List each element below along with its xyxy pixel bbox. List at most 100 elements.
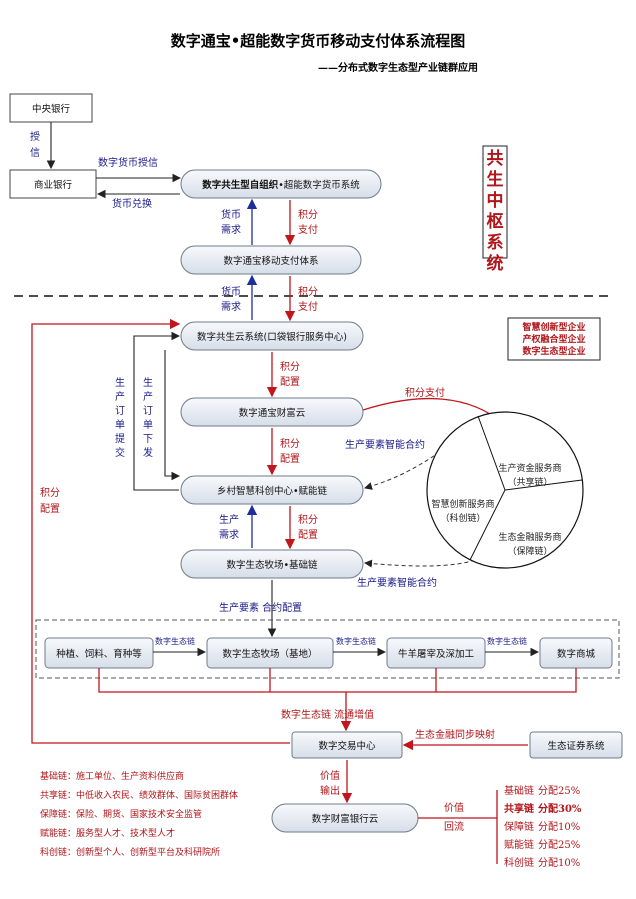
approve-label-1: 授 bbox=[30, 130, 40, 143]
demand-label-1a: 货币 bbox=[221, 208, 241, 221]
demand-label-2a: 货币 bbox=[221, 285, 241, 298]
chain-legend-row-3: 赋能链：服务型人才、技术型人才 bbox=[40, 827, 175, 839]
demand-label-2b: 需求 bbox=[221, 301, 241, 313]
value-back-b: 回流 bbox=[444, 820, 464, 833]
value-out-a: 价值 bbox=[320, 769, 340, 782]
cloud-system-box bbox=[180, 321, 364, 351]
chain-legend-row-4: 科创链：创新型个人、创新型平台及科研院所 bbox=[40, 846, 220, 858]
exchange-label: 数字交易中心 bbox=[318, 740, 376, 752]
points-alloc-2a: 积分 bbox=[280, 438, 300, 450]
points-alloc-1b: 配置 bbox=[280, 376, 300, 388]
pie-seg-2-name: 生态金融服务商 bbox=[498, 531, 561, 543]
chain-text-1: 中低收入农民、绩效群体、国际贫困群体 bbox=[76, 789, 238, 801]
value-back-a: 价值 bbox=[444, 801, 464, 814]
points-pay-label-2b: 支付 bbox=[298, 300, 318, 313]
chain-key-1: 共享链： bbox=[40, 789, 76, 801]
order-submit-arrow bbox=[133, 331, 181, 491]
chain-key-3: 赋能链： bbox=[40, 827, 76, 839]
value-out-b: 输出 bbox=[320, 784, 340, 797]
points-alloc-3a: 积分 bbox=[298, 514, 318, 526]
dist-name-3: 赋能链 bbox=[504, 838, 534, 851]
exchange-box bbox=[291, 731, 403, 759]
dist-row-3: 赋能链分配25% bbox=[504, 838, 580, 851]
planting-label: 种植、饲料、育种等 bbox=[56, 648, 142, 660]
enterprise-tag-1: 产权融合型企业 bbox=[522, 333, 585, 345]
points-pay-label-2a: 积分 bbox=[298, 286, 318, 298]
center-system-char-5: 统 bbox=[487, 253, 504, 274]
chain-legend: 基础链：施工单位、生产资料供应商 共享链：中低收入农民、绩效群体、国际贫困群体 … bbox=[40, 770, 238, 858]
dist-row-4: 科创链分配10% bbox=[504, 856, 580, 869]
dist-name-1: 共享链 bbox=[504, 802, 535, 815]
collect-line bbox=[98, 668, 577, 693]
points-pay-label-1b: 支付 bbox=[298, 223, 318, 236]
order-issue-char-1: 产 bbox=[143, 390, 153, 403]
order-submit-char-2: 订 bbox=[115, 405, 125, 417]
points-alloc-1a: 积分 bbox=[280, 361, 300, 373]
pie-divider-3 bbox=[469, 489, 506, 561]
cloud-system-label: 数字共生云系统(口袋银行服务中心) bbox=[197, 331, 347, 343]
order-submit-char-3: 单 bbox=[115, 419, 125, 431]
mall-label: 数字商城 bbox=[557, 648, 596, 660]
commercial-bank-label: 商业银行 bbox=[34, 179, 73, 191]
center-system-box bbox=[482, 145, 508, 259]
pie-seg-2-sub: （保障链） bbox=[507, 545, 552, 557]
chain-region bbox=[35, 619, 620, 679]
order-submit-char-1: 产 bbox=[115, 390, 125, 403]
finance-cloud-box bbox=[180, 397, 364, 427]
dist-share-2: 分配10% bbox=[538, 821, 580, 833]
commercial-bank-box bbox=[9, 169, 97, 199]
chain-legend-row-2: 保障链：保险、期货、国家技术安全监管 bbox=[40, 808, 202, 820]
order-submit-char-4: 提 bbox=[115, 433, 125, 445]
prod-demand-b: 需求 bbox=[219, 529, 239, 541]
enterprise-tags-box bbox=[507, 317, 601, 361]
pie-seg-0-sub: （共享链） bbox=[507, 476, 552, 488]
eco-ranch-hub-label: 数字生态牧场•基础链 bbox=[226, 559, 318, 571]
order-issue-char-3: 单 bbox=[143, 419, 153, 431]
wealth-cloud-label: 数字财富银行云 bbox=[312, 813, 379, 825]
chain-text-0: 施工单位、生产资料供应商 bbox=[76, 770, 184, 782]
sync-label: 生态金融同步映射 bbox=[415, 728, 495, 741]
center-system-char-1: 生 bbox=[487, 169, 504, 190]
order-submit-char-5: 交 bbox=[115, 446, 125, 459]
pie-divider-1 bbox=[477, 415, 506, 491]
chain-key-4: 科创链： bbox=[40, 846, 76, 858]
contract-label-2: 生产要素智能合约 bbox=[357, 576, 437, 589]
chain-key-2: 保障链： bbox=[40, 808, 76, 820]
currency-credit-label: 数字货币授信 bbox=[98, 156, 158, 169]
enterprise-tag-2: 数字生态型企业 bbox=[522, 345, 585, 357]
pie-seg-1-name: 智慧创新服务商 bbox=[431, 498, 494, 510]
points-alloc-2b: 配置 bbox=[280, 453, 300, 465]
approve-label-2: 信 bbox=[30, 147, 40, 159]
dist-name-4: 科创链 bbox=[504, 856, 534, 869]
order-issue-char-4: 下 bbox=[143, 434, 153, 445]
contract-label-1: 生产要素智能合约 bbox=[345, 438, 425, 451]
center-system-char-4: 系 bbox=[487, 233, 504, 253]
currency-exchange-label: 货币兑换 bbox=[112, 197, 152, 210]
eco-ranch-hub-box bbox=[180, 549, 364, 579]
dist-share-0: 分配25% bbox=[538, 785, 580, 797]
distribution-legend: 基础链分配25% 共享链分配30% 保障链分配10% 赋能链分配25% 科创链分… bbox=[504, 784, 582, 869]
dist-row-0: 基础链分配25% bbox=[504, 784, 580, 797]
chain-text-3: 服务型人才、技术型人才 bbox=[76, 827, 175, 839]
pie-seg-1-sub: （科创链） bbox=[440, 512, 485, 524]
points-alloc-loop-arrow bbox=[31, 318, 290, 744]
center-system-char-2: 中 bbox=[487, 190, 504, 211]
center-system-char-0: 共 bbox=[487, 149, 504, 169]
dist-name-0: 基础链 bbox=[504, 784, 534, 797]
rural-center-box bbox=[180, 475, 364, 505]
demand-label-1b: 需求 bbox=[221, 224, 241, 236]
chain-arrow-label-1: 数字生态链 bbox=[155, 636, 195, 646]
contract-arrow-2 bbox=[364, 559, 476, 568]
dist-share-1: 分配30% bbox=[538, 802, 582, 815]
mobile-pay-label: 数字通宝移动支付体系 bbox=[223, 255, 318, 267]
enterprise-tag-0: 智慧创新型企业 bbox=[522, 321, 585, 333]
points-alloc-left-a: 积分 bbox=[40, 487, 60, 499]
chain-legend-row-0: 基础链：施工单位、生产资料供应商 bbox=[40, 770, 184, 782]
factor-config-label: 生产要素 合约配置 bbox=[219, 601, 302, 614]
page-subtitle: ——分布式数字生态型产业链群应用 bbox=[318, 61, 478, 74]
chain-text-2: 保险、期货、国家技术安全监管 bbox=[76, 808, 202, 820]
dist-name-2: 保障链 bbox=[504, 820, 534, 833]
slaughter-label: 牛羊屠宰及深加工 bbox=[398, 648, 475, 660]
chain-key-0: 基础链： bbox=[40, 770, 76, 782]
